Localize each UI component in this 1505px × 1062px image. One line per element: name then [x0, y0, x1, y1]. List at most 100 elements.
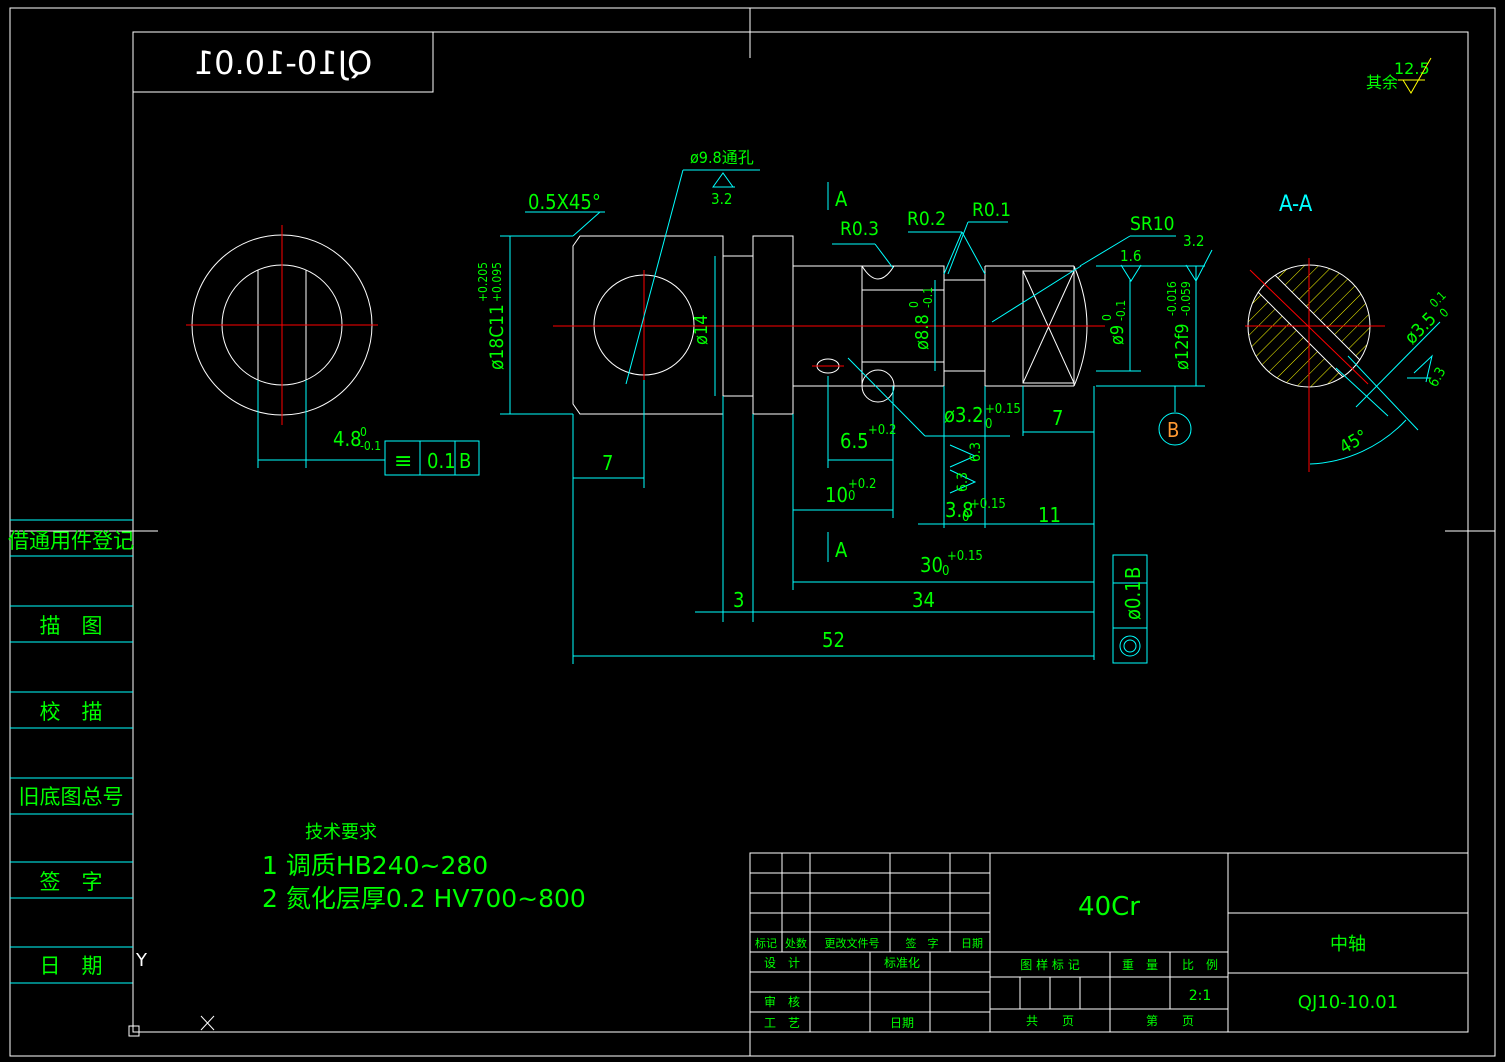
tb-process: 工 艺 — [764, 1016, 800, 1030]
tb-standard: 标准化 — [884, 956, 920, 970]
dim-sr10: SR10 — [1130, 213, 1174, 235]
title-block — [749, 852, 1469, 1033]
dim-d12: ø12f9 — [1172, 323, 1193, 370]
symmetry-tolerance: 0.1 — [427, 449, 456, 473]
section-mark-a-top: A — [835, 187, 848, 211]
part-code: QJ10-10.01 — [1298, 992, 1398, 1013]
datum-b: B — [1167, 418, 1179, 442]
dim-45deg: 45° — [1336, 426, 1371, 459]
tb-stage: 图 样 标 记 — [1020, 957, 1079, 972]
dim-34: 34 — [912, 588, 935, 612]
dim-chamfer: 0.5X45° — [528, 190, 601, 214]
tb-header-sign: 签 字 — [906, 936, 939, 950]
symmetry-symbol-icon: ≡ — [394, 449, 412, 474]
dim-d18-up: +0.205 — [476, 262, 490, 302]
dim-d9-up: 0 — [1100, 314, 1114, 321]
roughness-6.3-b: 6.3 — [968, 442, 984, 462]
tb-total-sheets: 共 页 — [1026, 1014, 1074, 1028]
dim-d88: ø8.8 — [912, 314, 933, 350]
concentricity-datum: B — [1121, 567, 1145, 579]
tb-weight: 重 量 — [1122, 958, 1158, 972]
dim-10-up: +0.2 — [848, 477, 876, 492]
dim-3.8-up: +0.15 — [970, 497, 1006, 512]
dim-10-lo: 0 — [848, 489, 855, 504]
code-box — [132, 31, 434, 93]
dim-4.8: 4.8 — [333, 427, 362, 451]
dim-10: 10 — [825, 483, 848, 507]
tb-header-mark: 标记 — [755, 936, 777, 950]
dim-r01: R0.1 — [972, 199, 1011, 221]
other-roughness-label: 其余 — [1366, 73, 1398, 92]
dim-d3.5-up: 0.1 — [1427, 288, 1449, 310]
dim-d9-lo: -0.1 — [1114, 300, 1128, 321]
dim-52: 52 — [822, 628, 845, 652]
roughness-3.2: 3.2 — [1183, 232, 1204, 250]
roughness-1.6: 1.6 — [1120, 247, 1141, 265]
ucs-icon — [128, 950, 215, 1037]
ucs-y-label: Y — [135, 950, 148, 971]
symmetry-datum: B — [459, 449, 471, 473]
tb-header-doc: 更改文件号 — [825, 936, 880, 950]
tb-header-count: 处数 — [785, 937, 807, 950]
outer-frame — [9, 7, 1496, 1057]
tb-scale: 2:1 — [1189, 988, 1212, 1004]
dim-7b: 7 — [1052, 406, 1063, 430]
tb-date: 日期 — [890, 1016, 914, 1030]
main-centerline — [553, 270, 1105, 380]
dim-30-up: +0.15 — [947, 549, 983, 564]
dim-3.8-lo: 0 — [962, 510, 969, 525]
section-view: A-A ø3.5 0.1 0 6.3 45° — [1245, 192, 1452, 472]
side-check: 校 描 — [40, 700, 103, 724]
dim-d3.2-lo: 0 — [985, 417, 992, 432]
inner-frame — [132, 31, 1469, 1033]
dim-d9: ø9 — [1107, 325, 1128, 345]
dim-d3.5: ø3.5 — [1401, 308, 1441, 348]
dim-d14: ø14 — [691, 314, 712, 345]
dim-d18: ø18C11 — [486, 304, 508, 370]
roughness-symbol-icon — [1398, 57, 1432, 94]
tech-title: 技术要求 — [305, 822, 377, 843]
dim-4.8-up: 0 — [360, 425, 367, 439]
hole-roughness: 3.2 — [711, 190, 732, 208]
dim-3: 3 — [733, 588, 744, 612]
side-date: 日 期 — [40, 954, 103, 978]
dim-d88-up: 0 — [907, 301, 921, 308]
dim-d3.5-lo: 0 — [1437, 305, 1452, 320]
side-old-number: 旧底图总号 — [19, 785, 124, 809]
dim-d3.2: ø3.2 — [944, 403, 984, 427]
tb-review: 审 核 — [764, 994, 800, 1009]
dim-r02: R0.2 — [907, 208, 946, 230]
tb-design: 设 计 — [764, 956, 800, 970]
end-view: 4.8 0 -0.1 ≡ 0.1 B — [186, 225, 480, 476]
tb-sheet-number: 第 页 — [1146, 1014, 1194, 1028]
dim-6.5-tol: +0.2 — [868, 423, 896, 438]
roughness-6.3-a: 6.3 — [955, 472, 971, 492]
side-sign: 签 字 — [40, 870, 103, 894]
part-name: 中轴 — [1330, 934, 1366, 955]
drawing-code-mirrored: QJ10-10.01 — [194, 44, 373, 82]
material: 40Cr — [1078, 892, 1140, 922]
other-roughness-value: 12.5 — [1394, 59, 1430, 78]
dim-d12-up: -0.016 — [1165, 281, 1179, 316]
dim-d3.2-up: +0.15 — [985, 402, 1021, 417]
concentricity-tolerance: ø0.1 — [1121, 580, 1145, 620]
dim-6.5: 6.5 — [840, 429, 869, 453]
dim-30-lo: 0 — [942, 564, 949, 579]
dim-3.8: 3.8 — [945, 498, 974, 522]
dim-hole: ø9.8通孔 — [690, 148, 754, 167]
dim-r03: R0.3 — [840, 218, 879, 240]
main-view — [572, 235, 1088, 415]
tb-header-date: 日期 — [961, 937, 983, 950]
dim-30: 30 — [920, 553, 943, 577]
side-register: 借通用件登记 — [8, 529, 134, 553]
dim-4.8-lo: -0.1 — [360, 439, 381, 453]
side-table — [10, 519, 133, 984]
tb-scale-label: 比 例 — [1182, 958, 1218, 972]
tech-line-1: 1 调质HB240~280 — [262, 851, 488, 880]
side-trace: 描 图 — [40, 614, 103, 638]
dim-7a: 7 — [602, 451, 613, 475]
dim-d18-lo: +0.095 — [490, 262, 504, 302]
dim-lines — [500, 169, 1213, 664]
dim-d12-lo: -0.059 — [1179, 281, 1193, 316]
